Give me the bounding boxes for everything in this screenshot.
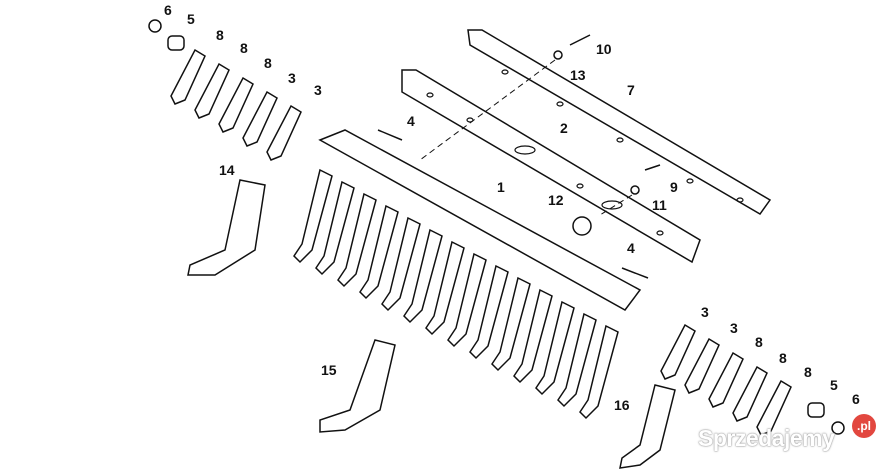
- callout-13: 13: [570, 67, 586, 83]
- comb-tine: [469, 264, 509, 360]
- part-9-bolt: [644, 164, 661, 171]
- comb-tine: [513, 288, 553, 384]
- callout-8a: 8: [216, 27, 224, 43]
- callout-9: 9: [670, 179, 678, 195]
- part-8-3-plates-left: [170, 48, 302, 161]
- plate: [708, 351, 744, 408]
- comb-tine: [337, 192, 377, 288]
- callout-4a: 4: [407, 113, 415, 129]
- part-6-nut: [148, 19, 162, 33]
- part-8-3-plates-right: [660, 323, 792, 436]
- part-4-bolt-right: [621, 267, 649, 279]
- part-5-bushing: [167, 35, 185, 51]
- part-11-nut: [630, 185, 640, 195]
- plate: [684, 337, 720, 394]
- assembly-leader-lines: [419, 59, 633, 216]
- callout-8f: 8: [804, 364, 812, 380]
- callout-4b: 4: [627, 240, 635, 256]
- callout-3b: 3: [314, 82, 322, 98]
- comb-tine: [381, 216, 421, 312]
- callout-14: 14: [219, 162, 235, 178]
- part-15-bracket: [319, 339, 396, 433]
- plate: [660, 323, 696, 380]
- callout-7: 7: [627, 82, 635, 98]
- comb-tine: [403, 228, 443, 324]
- callout-11: 11: [652, 197, 667, 213]
- callout-3d: 3: [730, 320, 738, 336]
- plate: [242, 90, 278, 147]
- part-1-tines: [293, 168, 619, 420]
- callout-8d: 8: [755, 334, 763, 350]
- plate: [218, 76, 254, 133]
- comb-tine: [447, 252, 487, 348]
- plate: [170, 48, 206, 105]
- part-5-bushing-right: [807, 402, 825, 418]
- callout-12: 12: [548, 192, 564, 208]
- callout-3a: 3: [288, 70, 296, 86]
- comb-tine: [315, 180, 355, 276]
- part-7-strip: [467, 29, 772, 215]
- callout-8b: 8: [240, 40, 248, 56]
- comb-tine: [491, 276, 531, 372]
- callout-5b: 5: [830, 377, 838, 393]
- comb-tine: [425, 240, 465, 336]
- plate: [194, 62, 230, 119]
- part-10-bolt: [569, 34, 591, 46]
- bar-holes: [426, 69, 744, 236]
- part-1-comb-beam: [318, 129, 642, 311]
- callout-10: 10: [596, 41, 612, 57]
- plate: [756, 379, 792, 436]
- callout-15: 15: [321, 362, 337, 378]
- part-6-nut-right: [831, 421, 845, 435]
- part-2-bar: [401, 69, 701, 264]
- callout-3c: 3: [701, 304, 709, 320]
- part-14-bracket: [187, 179, 266, 276]
- comb-tine: [535, 300, 575, 396]
- callout-5a: 5: [187, 11, 195, 27]
- callout-6b: 6: [852, 391, 860, 407]
- part-4-bolt: [377, 129, 403, 141]
- part-12-washer: [572, 216, 592, 236]
- plate: [732, 365, 768, 422]
- comb-tine: [359, 204, 399, 300]
- callout-16: 16: [614, 397, 630, 413]
- callout-8c: 8: [264, 55, 272, 71]
- plate: [266, 104, 302, 161]
- callout-6a: 6: [164, 2, 172, 18]
- part-13-nut: [553, 50, 563, 60]
- callout-2: 2: [560, 120, 568, 136]
- comb-tine: [293, 168, 333, 264]
- callout-8e: 8: [779, 350, 787, 366]
- comb-tine: [557, 312, 597, 408]
- part-16-bracket: [619, 384, 676, 469]
- callout-1: 1: [497, 179, 505, 195]
- watermark-text: Sprzedajemy: [698, 425, 835, 451]
- comb-tine: [579, 324, 619, 420]
- watermark-badge: .pl: [852, 414, 876, 438]
